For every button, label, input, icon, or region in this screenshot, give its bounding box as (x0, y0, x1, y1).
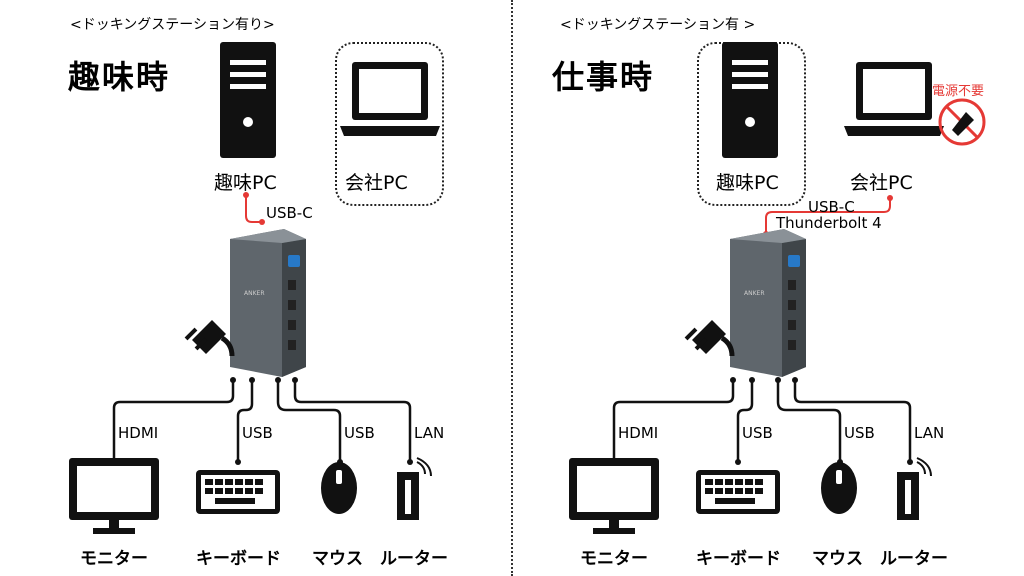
right-router-label: ルーター (880, 549, 948, 569)
left-usb-keyboard-label: USB (242, 424, 273, 442)
right-hdmi-label: HDMI (618, 424, 659, 442)
right-work-pc-label: 会社PC (850, 172, 913, 194)
right-usb-keyboard-label: USB (742, 424, 773, 442)
left-usb-mouse-label: USB (344, 424, 375, 442)
left-hdmi-label: HDMI (118, 424, 159, 442)
right-lan-label: LAN (914, 424, 945, 442)
left-monitor-label: モニター (80, 549, 148, 569)
left-usbc-label: USB-C (266, 204, 313, 222)
left-keyboard-label: キーボード (196, 549, 281, 569)
right-subtitle: <ドッキングステーション有 > (560, 17, 756, 33)
left-router-label: ルーター (380, 549, 448, 569)
right-usb-mouse-label: USB (844, 424, 875, 442)
left-hobby-pc-label: 趣味PC (214, 172, 277, 194)
right-usbc-label: USB-C (808, 198, 855, 216)
left-lan-label: LAN (414, 424, 445, 442)
right-monitor-label: モニター (580, 549, 648, 569)
left-subtitle: <ドッキングステーション有り> (70, 17, 275, 33)
right-keyboard-label: キーボード (696, 549, 781, 569)
left-work-pc-label: 会社PC (345, 172, 408, 194)
right-power-note: 電源不要 (932, 84, 985, 99)
right-hobby-pc-label: 趣味PC (716, 172, 779, 194)
right-title: 仕事時 (552, 58, 655, 96)
left-title: 趣味時 (68, 58, 171, 96)
right-mouse-label: マウス (812, 549, 863, 569)
panel-divider (511, 0, 513, 576)
work-pc-highlight-box (335, 42, 444, 206)
left-mouse-label: マウス (312, 549, 363, 569)
right-thunderbolt-label: Thunderbolt 4 (776, 214, 882, 232)
